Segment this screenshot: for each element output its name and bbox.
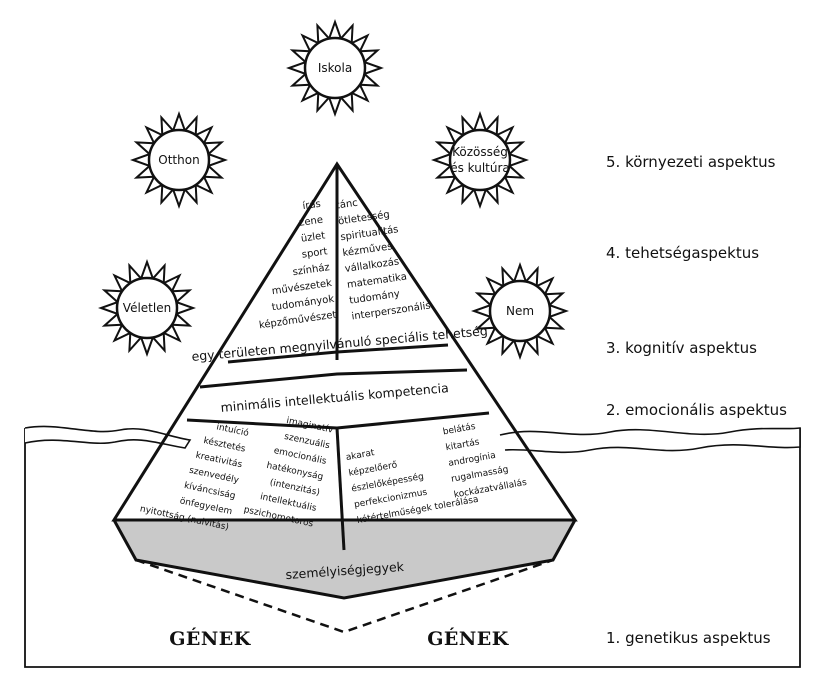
talent-right-5: vállalkozás bbox=[344, 255, 400, 274]
emo-right-a-1: akarat bbox=[345, 448, 376, 463]
minimal-band-line bbox=[199, 368, 468, 389]
talent-right-2: ötletesség bbox=[337, 208, 390, 227]
talent-left-1: írás bbox=[302, 198, 322, 212]
aspect-2: 2. emocionális aspektus bbox=[606, 401, 787, 419]
pyramid-white-lower bbox=[136, 560, 553, 600]
talent-left-5: színház bbox=[292, 261, 331, 278]
sun-nem: Nem bbox=[471, 262, 569, 360]
aspect-5: 5. környezeti aspektus bbox=[606, 153, 776, 171]
band-minimal-competence: minimális intellektuális kompetencia bbox=[220, 380, 449, 415]
talent-right-3: spiritualitás bbox=[340, 223, 400, 243]
emo-right-a-2: képzelőerő bbox=[348, 459, 399, 478]
aspect-3: 3. kognitív aspektus bbox=[606, 339, 757, 357]
sun-label-iskola: Iskola bbox=[318, 61, 352, 75]
aspect-1: 1. genetikus aspektus bbox=[606, 629, 771, 647]
sun-otthon: Otthon bbox=[130, 111, 228, 209]
emo-left-2: késztetés bbox=[202, 435, 246, 455]
aspect-4: 4. tehetségaspektus bbox=[606, 244, 759, 262]
sun-label-kozosseg-2: és kultúra bbox=[450, 161, 510, 175]
band-specific-talent: egy területen megnyilvánuló speciális te… bbox=[191, 323, 488, 364]
sun-kozosseg: Közösség és kultúra bbox=[431, 111, 529, 209]
water-wave-left bbox=[24, 425, 192, 449]
emo-right-b-1: belátás bbox=[442, 422, 477, 438]
sun-iskola: Iskola bbox=[286, 19, 384, 117]
talent-band-line bbox=[227, 343, 449, 364]
sun-label-kozosseg-1: Közösség bbox=[452, 145, 508, 159]
talent-left-2: zene bbox=[299, 215, 324, 229]
talent-left-4: sport bbox=[301, 246, 328, 260]
genes-left: GÉNEK bbox=[169, 627, 252, 650]
talent-left-3: üzlet bbox=[300, 230, 326, 244]
sun-label-nem: Nem bbox=[506, 304, 534, 318]
sun-veletlen: Véletlen bbox=[98, 259, 196, 357]
talent-left-8: képzőművészet bbox=[258, 309, 337, 332]
talent-right-1: tánc bbox=[335, 197, 358, 212]
water-wave-right bbox=[499, 427, 801, 454]
emotional-band-line bbox=[186, 411, 490, 430]
genetic-dashed-base bbox=[135, 558, 554, 634]
genetic-frame bbox=[24, 428, 801, 668]
talent-right-7: tudomány bbox=[348, 288, 400, 307]
sun-label-veletlen: Véletlen bbox=[123, 301, 171, 315]
pyramid-outline bbox=[111, 161, 578, 522]
genes-right: GÉNEK bbox=[427, 627, 510, 650]
emo-right-b-2: kitartás bbox=[445, 437, 481, 453]
emo-right-b-3: androgínia bbox=[448, 451, 497, 469]
personality-band bbox=[114, 520, 575, 598]
talent-right-4: kézműves bbox=[342, 240, 393, 259]
sun-label-otthon: Otthon bbox=[158, 153, 199, 167]
